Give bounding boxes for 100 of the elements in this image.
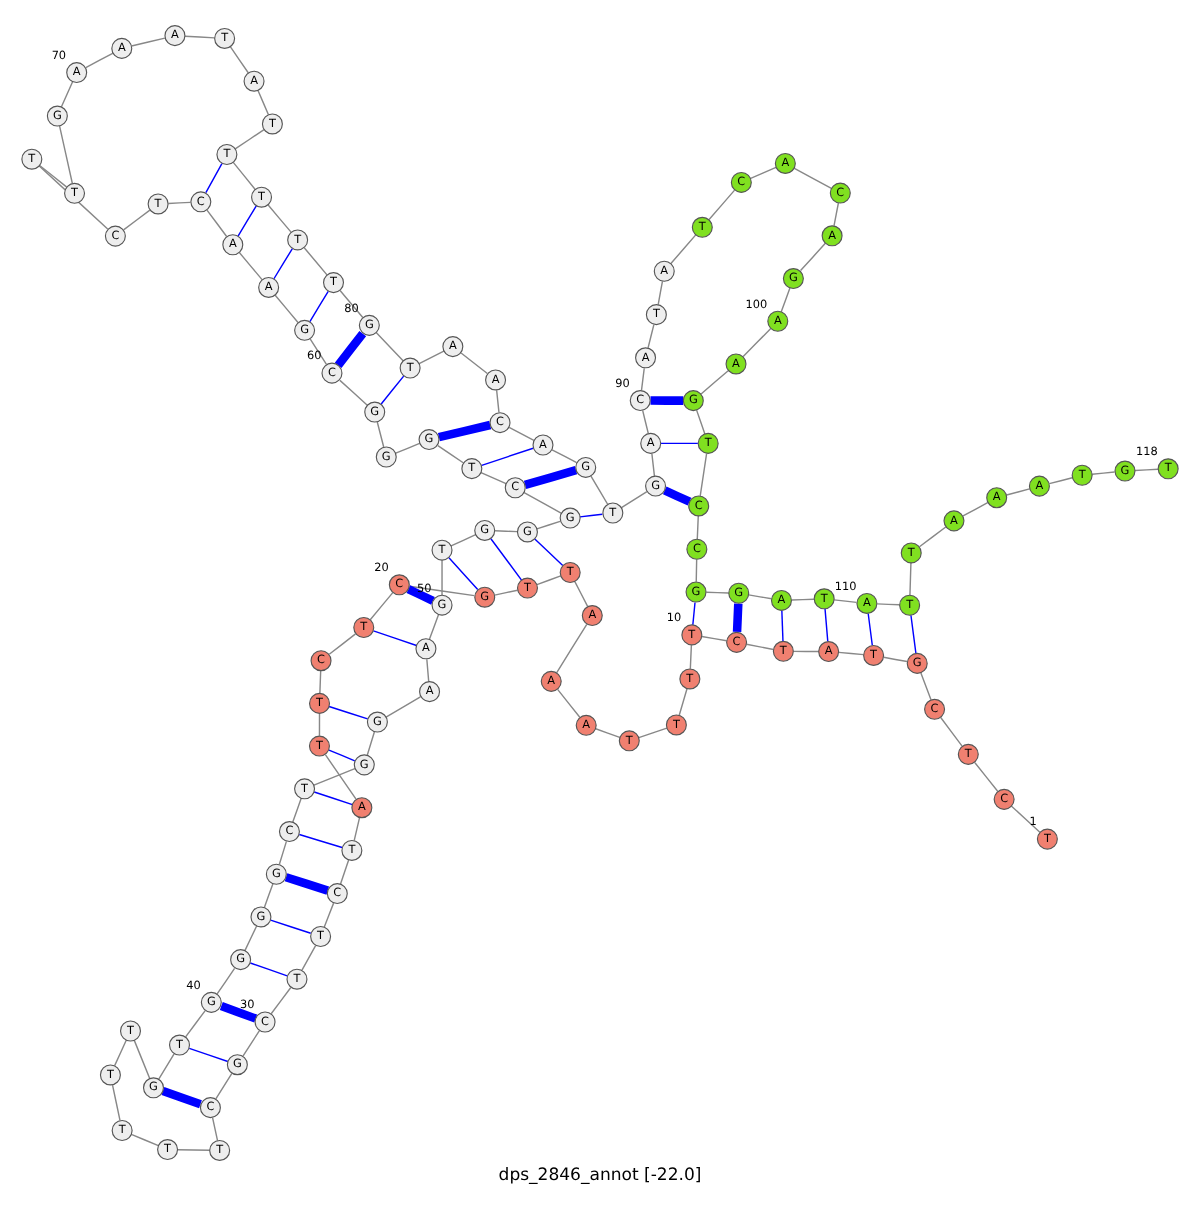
connector [460, 352, 489, 375]
connector [1005, 488, 1031, 496]
connector [699, 453, 708, 497]
connector [781, 610, 784, 642]
connector [441, 559, 443, 596]
connector [229, 46, 250, 74]
connector [270, 986, 292, 1015]
connector [909, 562, 912, 596]
connector [418, 350, 445, 365]
connector [237, 205, 257, 237]
connector [670, 234, 697, 265]
connector [244, 925, 258, 952]
connector [1134, 468, 1159, 472]
connector [555, 623, 588, 674]
connector [184, 1009, 206, 1038]
connector [745, 643, 775, 651]
connector [551, 449, 578, 464]
connector [408, 585, 475, 597]
connector [620, 490, 648, 509]
connector [962, 501, 989, 517]
connector [219, 1002, 258, 1023]
connector [38, 165, 109, 230]
connector [232, 161, 256, 191]
connector [328, 705, 369, 720]
connector [708, 189, 736, 221]
connector [437, 444, 465, 464]
connector [395, 442, 421, 454]
connector [85, 52, 114, 69]
connector [837, 651, 865, 656]
connector [574, 580, 589, 608]
connector [494, 530, 518, 533]
connector [292, 797, 302, 823]
connector [918, 526, 947, 548]
connector [216, 967, 236, 995]
connector [234, 128, 265, 150]
connector [353, 816, 361, 842]
connector [799, 242, 827, 272]
connector [122, 209, 151, 231]
connector [211, 1116, 219, 1142]
connector [742, 328, 772, 358]
connector [523, 466, 578, 489]
connector [167, 201, 192, 205]
connector [1010, 805, 1041, 833]
connector [301, 944, 317, 971]
connector [1048, 477, 1073, 485]
connector [867, 612, 873, 647]
connector [158, 1053, 175, 1080]
connector [273, 247, 294, 280]
connector [249, 962, 288, 977]
connector [536, 520, 561, 530]
connector [700, 370, 729, 395]
connector [638, 727, 668, 739]
connector [184, 35, 216, 39]
connector [263, 882, 274, 909]
connector [269, 919, 312, 934]
connector [375, 332, 404, 362]
connector [882, 656, 908, 663]
connector [161, 1087, 202, 1109]
connector [595, 728, 621, 739]
connector [910, 614, 917, 654]
connector [372, 630, 418, 647]
connector [215, 1072, 233, 1100]
connector [267, 204, 292, 233]
connector [662, 486, 692, 506]
connector [481, 447, 534, 467]
connector [58, 125, 73, 184]
connector [678, 688, 688, 716]
connector [206, 209, 228, 238]
connector [313, 791, 354, 806]
connector [324, 753, 357, 800]
connector [242, 1029, 261, 1057]
connector [257, 90, 270, 116]
connector [448, 557, 479, 591]
connector [701, 635, 728, 642]
connector [323, 902, 335, 928]
connector [705, 591, 730, 594]
connector [309, 290, 329, 323]
connector [640, 367, 645, 392]
connector [747, 594, 773, 600]
connector [339, 379, 368, 406]
connector [428, 614, 440, 640]
connector [369, 591, 394, 621]
connector [298, 833, 343, 849]
connector [339, 289, 364, 319]
connector [695, 558, 698, 583]
connector [334, 331, 367, 368]
connector [437, 420, 492, 442]
connector [650, 396, 684, 405]
connector [534, 538, 564, 567]
connector [284, 873, 330, 895]
connector [696, 515, 699, 540]
connector [876, 603, 901, 606]
connector [278, 840, 288, 866]
connector [657, 280, 664, 306]
connector [833, 599, 858, 604]
connector [131, 1133, 160, 1147]
connector [590, 475, 609, 505]
connector [1091, 471, 1116, 475]
connector [824, 608, 829, 643]
connector [366, 731, 376, 756]
